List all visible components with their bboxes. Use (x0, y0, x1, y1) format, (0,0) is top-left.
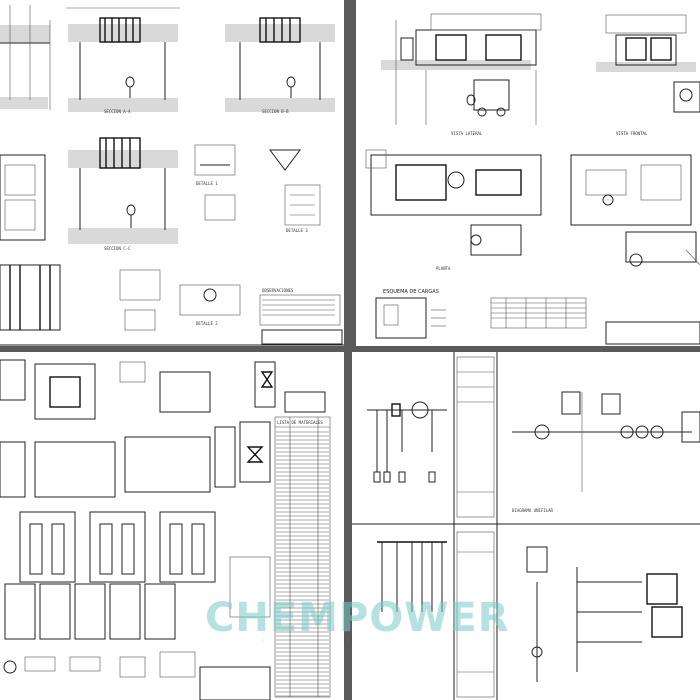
loads-diagram-label: ESQUEMA DE CARGAS (383, 289, 439, 295)
drawing-sheet-details: LISTA DE MATERIALES (0, 352, 344, 700)
view-label: PLANTA (436, 266, 451, 271)
watermark-tagline: · · · · · · (262, 636, 356, 645)
detail-label: DETALLE 3 (286, 228, 308, 233)
detail-label: DETALLE 2 (196, 321, 218, 326)
material-list-rows (276, 431, 329, 697)
sheet-4-drawing: DIAGRAMA UNIFILAR (352, 352, 700, 700)
view-label: VISTA FRONTAL (616, 131, 648, 136)
breaker-symbol (383, 471, 391, 483)
sheet-1-drawing: SECCION A-A SECCION B-B SECCION C-C DETA… (0, 5, 344, 346)
detail-label: DETALLE 1 (196, 181, 218, 186)
drawing-sheet-equipment-layout: ESQUEMA DE CARGAS VISTA LATERAL VISTA FR… (356, 0, 700, 346)
section-label: SECCION B-B (262, 109, 289, 114)
breaker-symbol (398, 471, 406, 483)
section-label: SECCION C-C (104, 246, 131, 251)
breaker-symbol (428, 471, 436, 483)
sheet-3-drawing: LISTA DE MATERIALES (0, 359, 331, 700)
sheet-2-drawing: ESQUEMA DE CARGAS VISTA LATERAL VISTA FR… (365, 13, 700, 345)
breaker-symbols (373, 471, 436, 483)
breaker-symbol (373, 471, 381, 483)
section-label: SECCION A-A (104, 109, 131, 114)
view-label: VISTA LATERAL (451, 131, 483, 136)
diagram-label: DIAGRAMA UNIFILAR (512, 508, 554, 513)
drawing-sheet-one-line-diagram: DIAGRAMA UNIFILAR (352, 352, 700, 700)
notes-label: OBSERVACIONES (262, 288, 294, 293)
drawing-sheet-foundation-sections: SECCION A-A SECCION B-B SECCION C-C DETA… (0, 0, 344, 346)
material-list-title: LISTA DE MATERIALES (277, 420, 323, 425)
